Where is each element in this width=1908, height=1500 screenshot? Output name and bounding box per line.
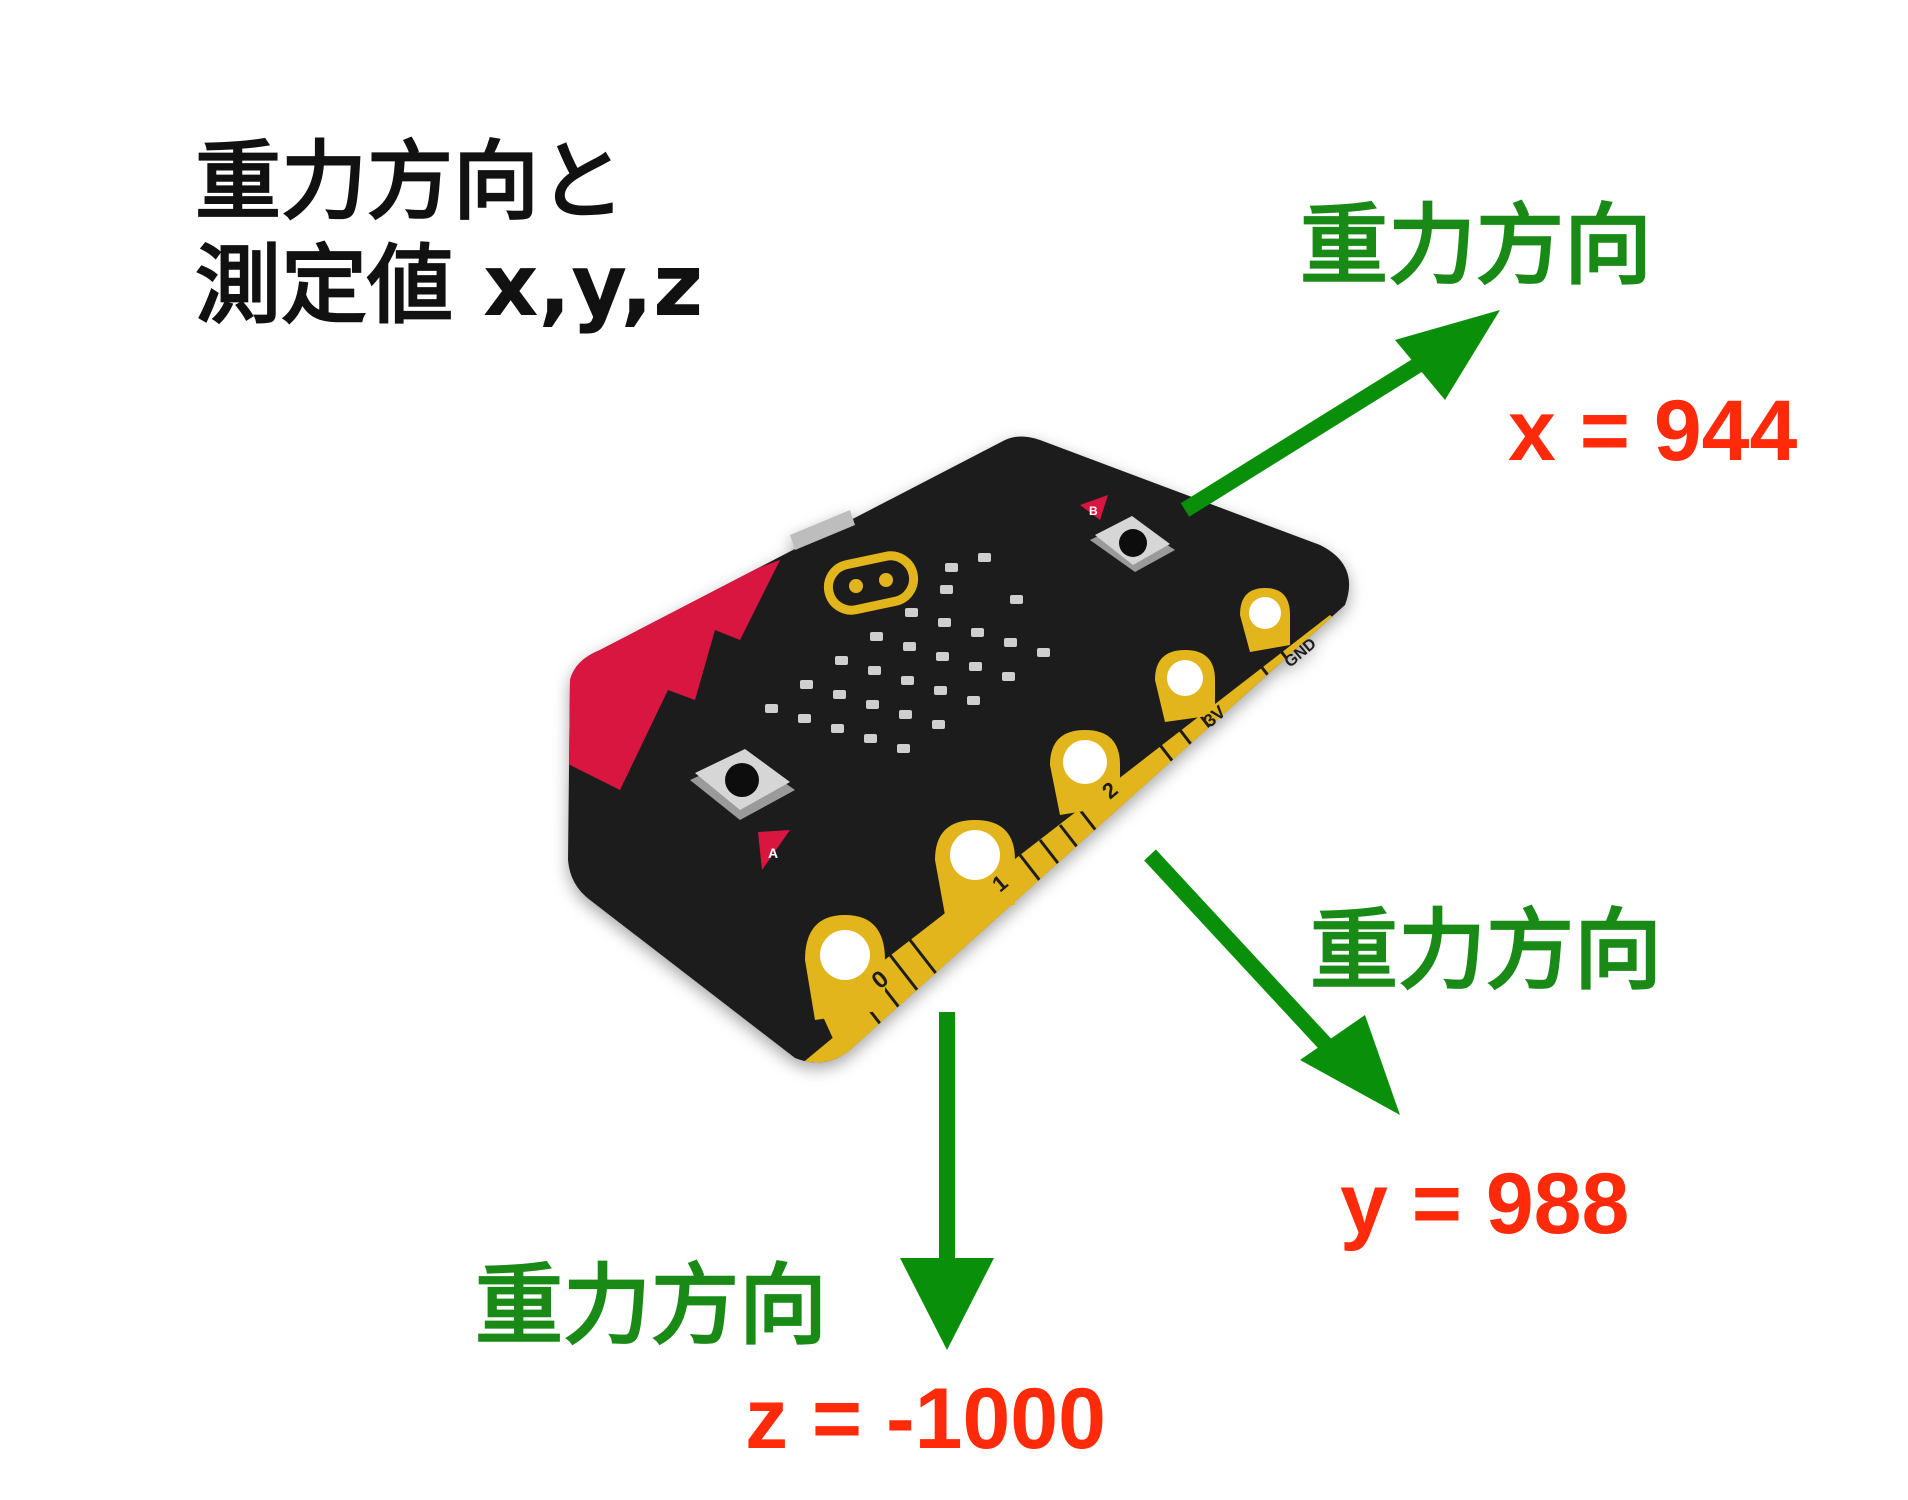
board-body bbox=[568, 436, 1350, 1063]
pin-3v-pad bbox=[1155, 650, 1215, 722]
microbit-board: 0 1 2 3V GND bbox=[568, 436, 1350, 1063]
board-accent bbox=[568, 560, 780, 790]
button-a-label: A bbox=[768, 845, 778, 861]
led-matrix bbox=[765, 553, 1050, 753]
title-line-1: 重力方向と bbox=[195, 132, 625, 232]
diagram-title: 重力方向と 測定値 x,y,z bbox=[195, 130, 703, 338]
gravity-label-y: 重力方向 bbox=[1310, 899, 1663, 1002]
logo-touch-icon bbox=[823, 551, 919, 615]
pin-gnd-pad bbox=[1240, 588, 1290, 652]
value-label-x: x = 944 bbox=[1508, 383, 1798, 479]
pin-1-pad bbox=[935, 820, 1015, 915]
pin-0-pad bbox=[805, 915, 885, 1020]
button-a: A bbox=[690, 749, 795, 870]
gravity-arrow-z bbox=[900, 1012, 994, 1350]
gravity-label-x: 重力方向 bbox=[1300, 194, 1653, 297]
value-label-y: y = 988 bbox=[1340, 1156, 1630, 1252]
value-label-z: z = -1000 bbox=[745, 1371, 1106, 1467]
gravity-label-z: 重力方向 bbox=[475, 1254, 828, 1357]
gravity-arrow-y bbox=[1144, 849, 1400, 1115]
button-b-label: B bbox=[1089, 504, 1098, 518]
gravity-arrow-x bbox=[1180, 310, 1500, 517]
usb-connector bbox=[790, 510, 855, 550]
title-line-2: 測定値 x,y,z bbox=[195, 236, 704, 336]
pin-pads bbox=[805, 588, 1290, 1020]
pin-2-pad bbox=[1050, 730, 1120, 815]
button-b: B bbox=[1080, 495, 1175, 572]
